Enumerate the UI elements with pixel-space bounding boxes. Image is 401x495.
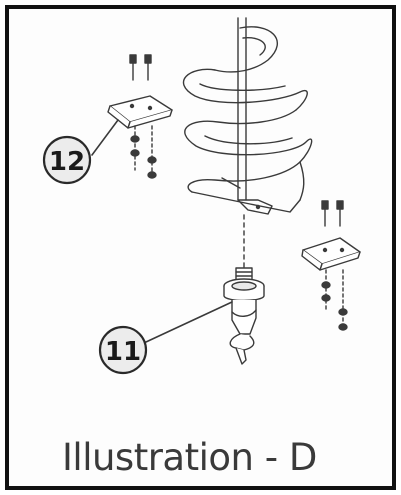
callout-12: 12 [42, 135, 92, 185]
callout-11: 11 [98, 325, 148, 375]
left-hardware [130, 125, 157, 179]
leader-line-12 [91, 119, 119, 156]
left-teeth-plate [107, 95, 173, 129]
auger-flighting [182, 26, 313, 215]
right-bolts-top [321, 200, 344, 227]
right-teeth-plate [301, 237, 361, 271]
callout-12-label: 12 [49, 147, 85, 177]
pilot-bit [223, 267, 265, 365]
leader-line-11 [145, 301, 233, 343]
auger-shaft [237, 17, 247, 201]
left-bolts-top [129, 54, 152, 81]
callout-11-label: 11 [105, 337, 141, 367]
illustration-caption: Illustration - D [62, 436, 317, 479]
right-hardware [321, 269, 348, 331]
